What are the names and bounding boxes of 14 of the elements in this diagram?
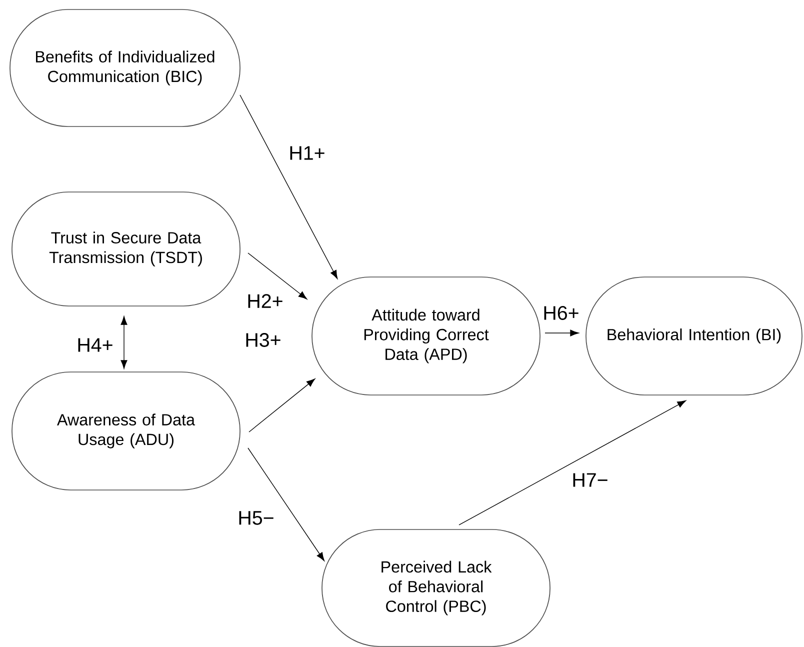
- arrow: [120, 316, 128, 369]
- edge-label: H7−: [570, 472, 610, 488]
- arrow: [248, 252, 308, 300]
- edge-label: H2+: [245, 292, 285, 310]
- edge-label: H1+: [287, 144, 327, 162]
- arrow: [248, 448, 324, 562]
- arrow: [458, 400, 686, 526]
- edge-label: H6+: [541, 304, 581, 322]
- arrow: [544, 330, 579, 336]
- arrow: [248, 378, 316, 432]
- edge-label: H5−: [236, 510, 276, 526]
- edge-label: H3+: [243, 332, 283, 348]
- arrow: [240, 94, 338, 279]
- edge-label: H4+: [75, 336, 115, 354]
